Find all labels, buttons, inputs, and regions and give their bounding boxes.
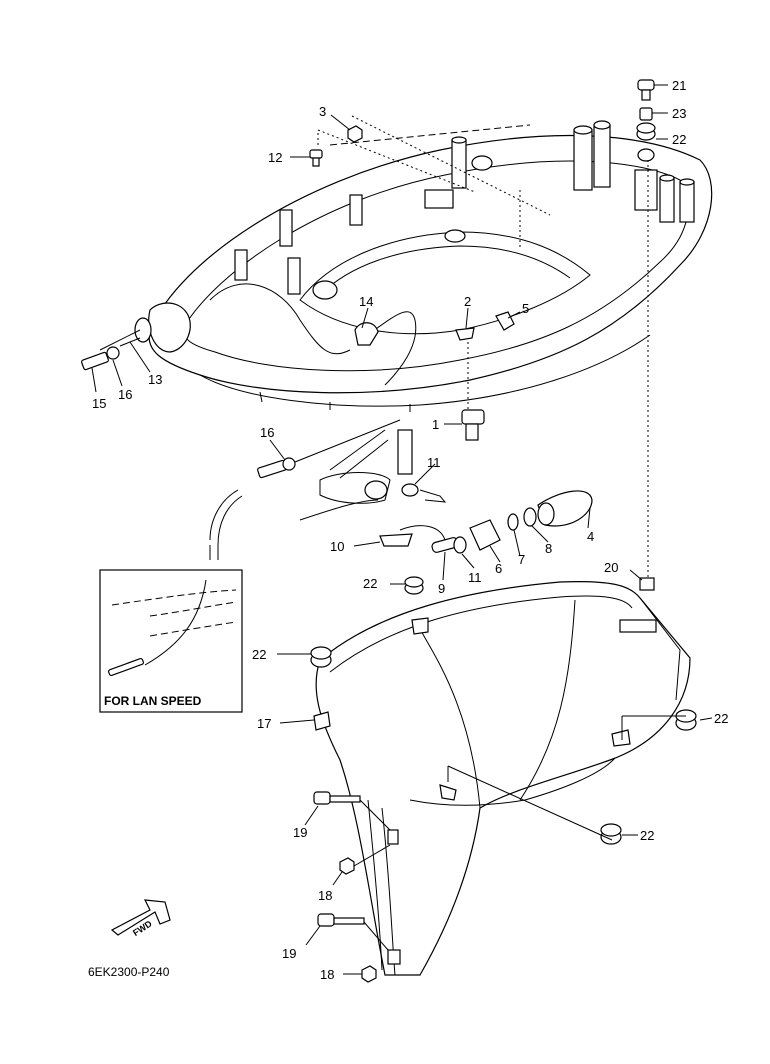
callout-14: 14: [359, 294, 373, 309]
fwd-arrow-icon: FWD: [110, 899, 171, 938]
callout-22c: 22: [252, 647, 266, 662]
callout-22b: 22: [363, 576, 377, 591]
lan-speed-inset: FOR LAN SPEED: [99, 569, 243, 713]
callout-19b: 19: [282, 946, 296, 961]
inset-label: FOR LAN SPEED: [104, 694, 202, 708]
callout-1: 1: [432, 417, 439, 432]
callout-9: 9: [438, 581, 445, 596]
callout-22d: 22: [714, 711, 728, 726]
callout-17: 17: [257, 716, 271, 731]
callout-15: 15: [92, 396, 106, 411]
callout-23: 23: [672, 106, 686, 121]
callout-10: 10: [330, 539, 344, 554]
callouts: 21 23 22 3 12 14 2 5 1 13 16 15 16 11 4 …: [92, 78, 728, 982]
callout-11b: 11: [468, 570, 482, 585]
diagram-code: 6EK2300-P240: [88, 965, 170, 979]
callout-18b: 18: [320, 967, 334, 982]
callout-6: 6: [495, 561, 502, 576]
callout-7: 7: [518, 552, 525, 567]
callout-8: 8: [545, 541, 552, 556]
callout-12: 12: [268, 150, 282, 165]
callout-21: 21: [672, 78, 686, 93]
reference-lines: [317, 115, 649, 590]
bottom-cowling: [99, 120, 713, 412]
callout-19a: 19: [293, 825, 307, 840]
callout-4: 4: [587, 529, 594, 544]
callout-16b: 16: [260, 425, 274, 440]
lower-apron: [310, 576, 697, 983]
callout-16: 16: [118, 387, 132, 402]
callout-22: 22: [672, 132, 686, 147]
callout-18a: 18: [318, 888, 332, 903]
callout-22e: 22: [640, 828, 654, 843]
callout-3: 3: [319, 104, 326, 119]
hardware: [81, 79, 656, 591]
callout-2: 2: [464, 294, 471, 309]
callout-11a: 11: [427, 455, 441, 470]
callout-20: 20: [604, 560, 618, 575]
callout-5: 5: [522, 301, 529, 316]
callout-leaders: [91, 84, 713, 975]
callout-13: 13: [148, 372, 162, 387]
